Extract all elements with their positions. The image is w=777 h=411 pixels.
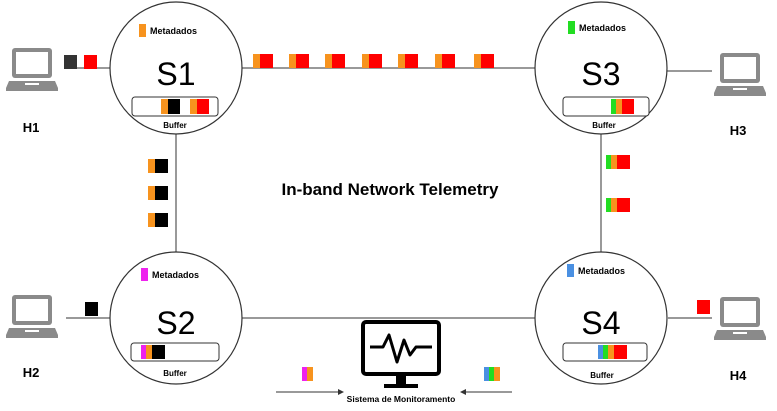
packets-s1-s3 xyxy=(253,54,494,68)
buffer-box xyxy=(562,96,650,117)
switch-label: S2 xyxy=(156,305,195,341)
metadata-label: Metadados xyxy=(579,23,626,33)
buffer-label: Buffer xyxy=(163,121,187,130)
metadata-swatch xyxy=(139,24,146,37)
host-label: H2 xyxy=(23,365,40,380)
buffer-label: Buffer xyxy=(163,369,187,378)
switch-s1: Metadados S1 Buffer xyxy=(109,1,243,135)
laptop-icon xyxy=(714,53,766,96)
diagram-title: In-band Network Telemetry xyxy=(282,180,499,199)
packet xyxy=(606,198,630,212)
buffer-packets xyxy=(141,345,165,359)
host-label: H1 xyxy=(23,120,40,135)
packet xyxy=(325,54,345,68)
laptop-icon xyxy=(714,297,766,340)
switch-s4: Metadados S4 Buffer xyxy=(534,251,668,385)
metadata-label: Metadados xyxy=(150,26,197,36)
host-h3: H3 xyxy=(714,53,766,138)
packet xyxy=(474,54,494,68)
laptop-icon xyxy=(6,295,58,338)
switch-label: S1 xyxy=(156,56,195,92)
metadata-label: Metadados xyxy=(152,270,199,280)
monitor-label: Sistema de Monitoramento xyxy=(347,394,456,404)
packet xyxy=(606,155,630,169)
telemetry-report-s2 xyxy=(302,367,313,381)
packets-s3-s4 xyxy=(606,155,630,212)
packet xyxy=(435,54,455,68)
host-h4: H4 xyxy=(714,297,766,383)
packet xyxy=(253,54,273,68)
switch-label: S4 xyxy=(581,305,620,341)
monitor-heartbeat-icon xyxy=(361,320,441,388)
packet xyxy=(148,159,168,173)
packet-h2 xyxy=(85,302,98,316)
metadata-label: Metadados xyxy=(578,266,625,276)
host-label: H3 xyxy=(730,123,747,138)
laptop-icon xyxy=(6,48,58,91)
metadata-swatch xyxy=(567,264,574,277)
host-h2: H2 xyxy=(6,295,58,380)
switch-label: S3 xyxy=(581,56,620,92)
telemetry-report-s4 xyxy=(484,367,500,381)
packet xyxy=(148,186,168,200)
buffer-label: Buffer xyxy=(592,121,616,130)
packet xyxy=(289,54,309,68)
buffer-packets xyxy=(598,345,627,359)
switch-s2: Metadados S2 Buffer xyxy=(109,251,243,385)
packet-h4 xyxy=(697,300,710,314)
metadata-swatch xyxy=(141,268,148,281)
packet xyxy=(362,54,382,68)
packet-h1 xyxy=(64,55,97,69)
buffer-packets xyxy=(611,99,634,114)
packet xyxy=(148,213,168,227)
packet xyxy=(398,54,418,68)
buffer-packets xyxy=(161,99,209,114)
metadata-swatch xyxy=(568,21,575,34)
host-label: H4 xyxy=(730,368,747,383)
host-h1: H1 xyxy=(6,48,58,135)
arrows-to-monitor xyxy=(276,389,512,395)
buffer-label: Buffer xyxy=(590,371,614,380)
packets-s1-s2 xyxy=(148,159,168,227)
switch-s3: Metadados S3 Buffer xyxy=(534,1,668,135)
